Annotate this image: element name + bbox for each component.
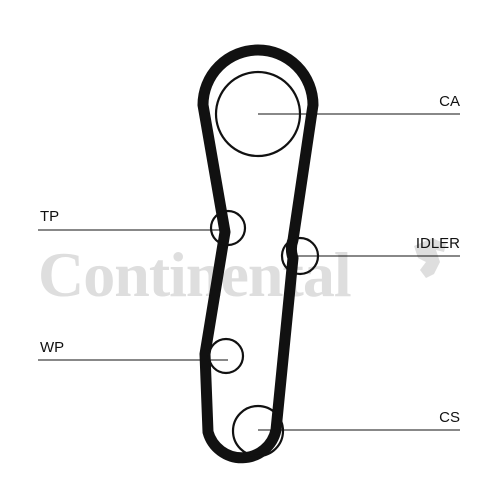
horse-logo-icon xyxy=(414,238,446,278)
continental-watermark: Continental xyxy=(38,238,446,310)
tensioner-pulley xyxy=(209,209,247,247)
water-pump-pulley xyxy=(207,337,245,375)
label-wp: WP xyxy=(40,339,64,356)
label-idler: IDLER xyxy=(416,235,460,252)
crankshaft-pulley xyxy=(231,404,285,458)
label-cs: CS xyxy=(439,409,460,426)
label-ca: CA xyxy=(439,93,460,110)
label-tp: TP xyxy=(40,208,59,225)
